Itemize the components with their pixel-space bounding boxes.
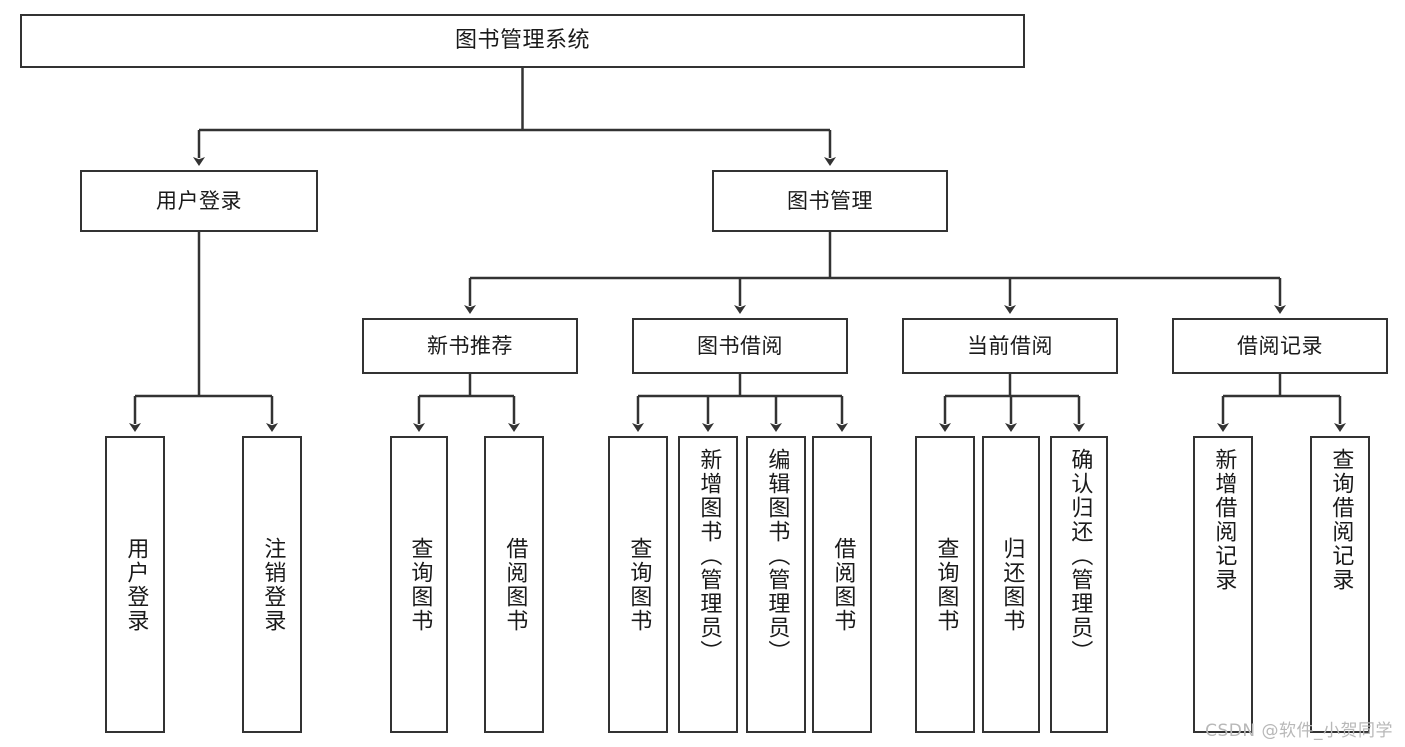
node-label-root: 图书管理系统 — [454, 28, 590, 54]
watermark-text: CSDN @软件_小贺同学 — [1205, 721, 1393, 741]
node-leaf_add_book[interactable]: 新增图书（管理员） — [678, 436, 738, 733]
node-label-leaf_edit_book: 编辑图书（管理员） — [764, 448, 790, 664]
node-label-leaf_add_record: 新增借阅记录 — [1211, 448, 1237, 592]
node-leaf_query_book_3[interactable]: 查询图书 — [915, 436, 975, 733]
node-leaf_confirm_return[interactable]: 确认归还（管理员） — [1050, 436, 1108, 733]
node-borrow_record[interactable]: 借阅记录 — [1172, 318, 1388, 374]
node-label-leaf_query_book_1: 查询图书 — [407, 536, 433, 633]
node-label-leaf_add_book: 新增图书（管理员） — [696, 448, 722, 664]
node-leaf_query_book_2[interactable]: 查询图书 — [608, 436, 668, 733]
node-label-leaf_query_book_3: 查询图书 — [933, 536, 959, 633]
node-book_mgmt[interactable]: 图书管理 — [712, 170, 948, 232]
node-label-borrow_record: 借阅记录 — [1237, 333, 1323, 358]
node-label-leaf_user_login: 用户登录 — [123, 536, 149, 633]
node-label-book_borrow: 图书借阅 — [697, 333, 783, 358]
node-label-leaf_borrow_book_1: 借阅图书 — [502, 536, 528, 633]
node-label-leaf_query_record: 查询借阅记录 — [1328, 448, 1354, 592]
node-current_borrow[interactable]: 当前借阅 — [902, 318, 1118, 374]
node-label-book_mgmt: 图书管理 — [787, 188, 873, 213]
node-label-new_book_rec: 新书推荐 — [427, 333, 513, 358]
node-label-current_borrow: 当前借阅 — [967, 333, 1053, 358]
node-leaf_add_record[interactable]: 新增借阅记录 — [1193, 436, 1253, 733]
node-leaf_edit_book[interactable]: 编辑图书（管理员） — [746, 436, 806, 733]
node-user_login[interactable]: 用户登录 — [80, 170, 318, 232]
node-label-leaf_confirm_return: 确认归还（管理员） — [1067, 448, 1093, 664]
node-label-leaf_user_logout: 注销登录 — [260, 536, 286, 633]
node-leaf_return_book[interactable]: 归还图书 — [982, 436, 1040, 733]
node-leaf_borrow_book_2[interactable]: 借阅图书 — [812, 436, 872, 733]
node-label-leaf_borrow_book_2: 借阅图书 — [830, 536, 856, 633]
node-root[interactable]: 图书管理系统 — [20, 14, 1025, 68]
node-new_book_rec[interactable]: 新书推荐 — [362, 318, 578, 374]
node-label-user_login: 用户登录 — [156, 188, 242, 213]
node-label-leaf_query_book_2: 查询图书 — [626, 536, 652, 633]
node-label-leaf_return_book: 归还图书 — [999, 536, 1025, 633]
node-leaf_query_book_1[interactable]: 查询图书 — [390, 436, 448, 733]
node-book_borrow[interactable]: 图书借阅 — [632, 318, 848, 374]
node-leaf_user_logout[interactable]: 注销登录 — [242, 436, 302, 733]
node-leaf_query_record[interactable]: 查询借阅记录 — [1310, 436, 1370, 733]
node-leaf_borrow_book_1[interactable]: 借阅图书 — [484, 436, 544, 733]
node-leaf_user_login[interactable]: 用户登录 — [105, 436, 165, 733]
